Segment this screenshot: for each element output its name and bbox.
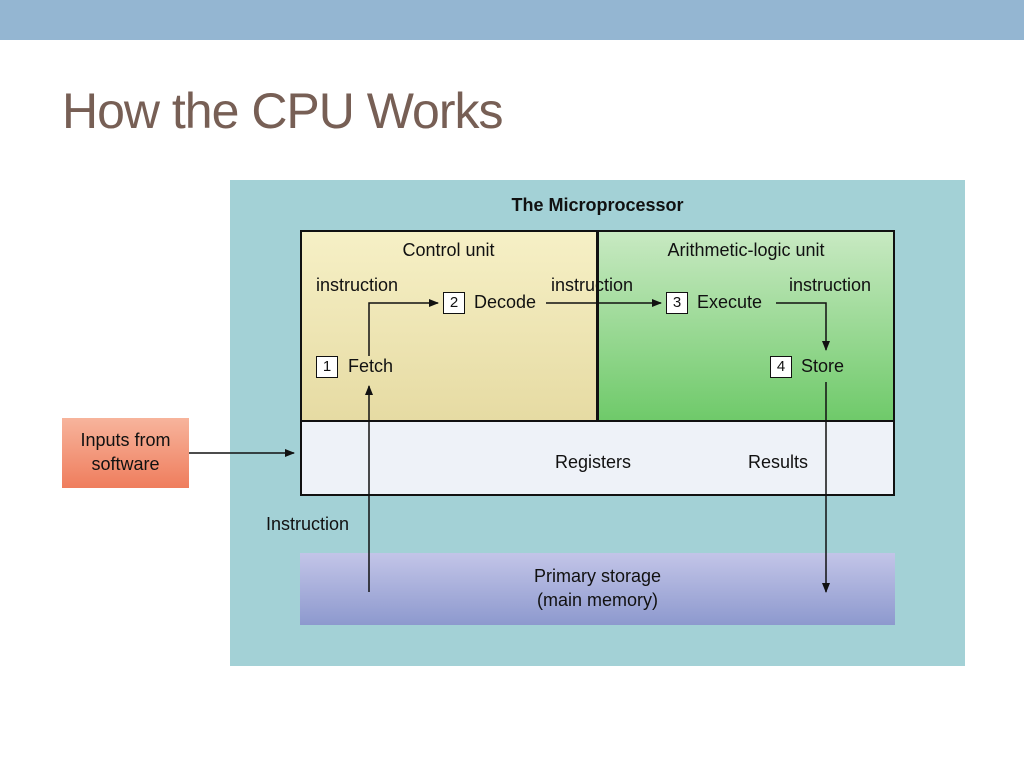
step-number-store: 4 (770, 356, 792, 378)
registers-label: Registers (555, 452, 632, 472)
registers-box (300, 420, 895, 496)
results-label: Results (748, 452, 809, 472)
control-unit-box (300, 230, 597, 422)
step-label-store: Store (801, 356, 845, 376)
control-unit-label: Control unit (402, 240, 495, 260)
step-label-decode: Decode (474, 292, 537, 312)
header-band (0, 0, 1024, 40)
primary-storage-box (300, 553, 895, 625)
unit-divider (596, 230, 598, 422)
step-label-fetch: Fetch (348, 356, 394, 376)
slide-title: How the CPU Works (62, 83, 504, 139)
primary-storage-line1: Primary storage (533, 566, 662, 586)
primary-storage-line2: (main memory) (536, 590, 658, 610)
step-label-execute: Execute (697, 292, 763, 312)
alu-label: Arithmetic-logic unit (667, 240, 825, 260)
microprocessor-title: The Microprocessor (511, 195, 684, 215)
flow-label-execute-store: instruction (789, 275, 872, 295)
alu-box (597, 230, 895, 422)
flow-label-fetch-decode: instruction (316, 275, 399, 295)
step-number-execute: 3 (666, 292, 688, 314)
inputs-box (62, 418, 189, 488)
inputs-line2: software (91, 454, 160, 474)
step-number-fetch: 1 (316, 356, 338, 378)
step-number-decode: 2 (443, 292, 465, 314)
flow-label-memory-fetch: Instruction (266, 514, 350, 534)
inputs-line1: Inputs from (80, 430, 171, 450)
flow-label-decode-execute: instruction (551, 275, 634, 295)
